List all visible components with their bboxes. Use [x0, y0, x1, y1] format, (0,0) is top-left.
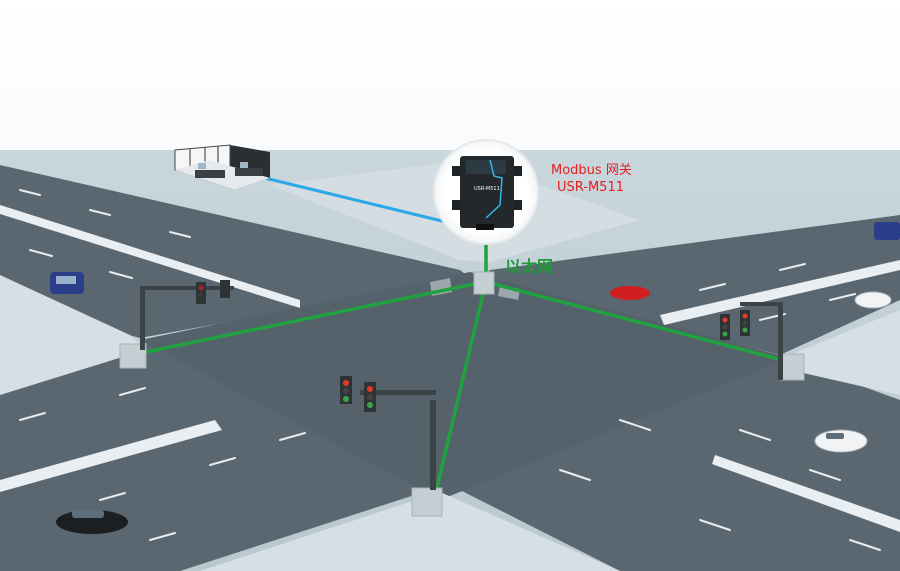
junction-box-icon [473, 271, 495, 295]
gateway-title: Modbus 网关 [551, 163, 632, 178]
car-icon [50, 272, 84, 294]
ethernet-label: 以太网 [505, 257, 553, 276]
traffic-light-icon [720, 310, 750, 340]
sidewalk-left [0, 275, 145, 395]
ethernet-link-bottom [434, 288, 486, 494]
traffic-light-nw [119, 280, 234, 369]
control-room-link [264, 176, 447, 224]
ethernet-link-left [144, 280, 486, 354]
median-lower-right [712, 455, 900, 532]
car-icon [56, 510, 128, 534]
car-icon [610, 286, 650, 300]
median-lower-left [0, 420, 222, 492]
traffic-light-icon [196, 280, 230, 304]
junction-box-icon [411, 487, 443, 517]
car-icon [814, 429, 868, 453]
ethernet-link-right [488, 281, 792, 364]
traffic-light-e [720, 302, 805, 381]
road-upper-right [480, 215, 900, 355]
gateway-device-icon: USR-M511 [452, 156, 522, 230]
gateway-bubble: USR-M511 [433, 139, 539, 245]
car-icon [854, 291, 892, 309]
road-upper-left [0, 165, 470, 338]
gateway-device-label: USR-M511 [474, 186, 500, 192]
traffic-light-sw [340, 376, 443, 517]
control-room-icon [174, 144, 270, 190]
traffic-light-icon [340, 376, 376, 412]
gateway-model: USR-M511 [557, 180, 624, 195]
road-center [140, 272, 790, 500]
car-icon [874, 222, 900, 240]
sidewalk-bottom [200, 492, 620, 571]
sidewalk-right [790, 310, 900, 395]
junction-box-icon [779, 353, 805, 381]
median-upper-right [660, 260, 900, 325]
ethernet-links [144, 230, 792, 494]
